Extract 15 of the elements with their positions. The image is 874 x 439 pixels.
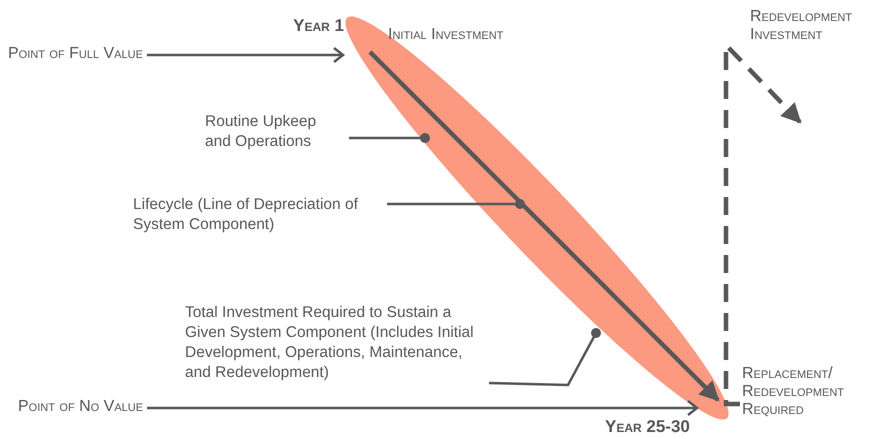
arrow — [147, 400, 698, 416]
leader-line — [387, 199, 525, 209]
year-label: Year 1 — [293, 17, 344, 35]
leader-line — [488, 328, 601, 386]
row-label: Point of Full Value — [8, 45, 143, 63]
status-label: Replacement/ Redevelopment Required — [742, 365, 846, 419]
year-label: Year 25-30 — [605, 418, 690, 436]
callout-text: Lifecycle (Line of Depreciation of System Component) — [133, 195, 359, 235]
callout-text: Routine Upkeep and Operations — [205, 112, 318, 152]
callout-text: Total Investment Required to Sustain a Given System Component (Includes Initial Development, Operations, Maintenance, and Redevelopment) — [185, 303, 475, 383]
row-label: Point of No Value — [18, 398, 144, 416]
leader-line — [349, 133, 430, 143]
arrow — [146, 46, 344, 64]
status-label: Redevelopment Investment — [750, 8, 854, 44]
stage-label: Initial Investment — [388, 26, 504, 44]
